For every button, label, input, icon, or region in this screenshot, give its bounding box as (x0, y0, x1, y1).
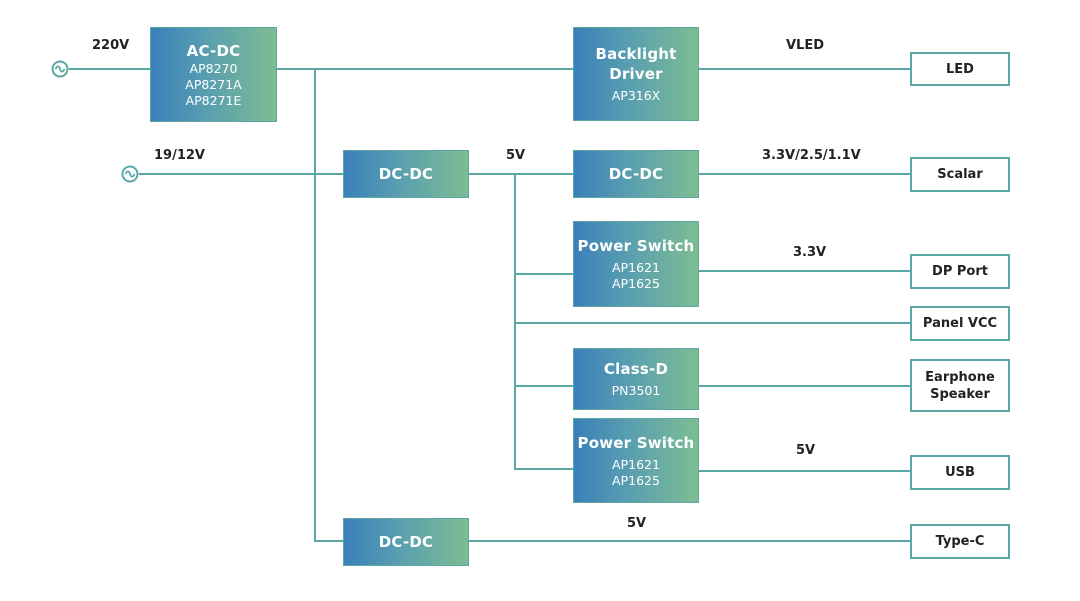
sink-label: Earphone (925, 369, 995, 385)
chip-part-number: AP8271A (185, 76, 242, 92)
sink-label: USB (945, 465, 975, 480)
wire-power-switch-to-dp (698, 270, 911, 272)
ac-source-icon (121, 165, 139, 183)
ac-source-icon (51, 60, 69, 78)
sink-label: Scalar (937, 167, 983, 182)
wire-bus-to-panel-vcc (514, 322, 911, 324)
chip-title: Power Switch (577, 237, 695, 255)
sink-type-c: Type-C (910, 524, 1010, 559)
dcdc-main-chip: DC-DC (343, 150, 469, 198)
wire-power-switch-to-usb (698, 470, 911, 472)
chip-part-number: AP8271E (185, 92, 242, 108)
source-voltage-label: 19/12V (154, 148, 205, 163)
rail-label-5v-bus: 5V (506, 148, 526, 163)
wire-trunk-to-dcdc-typec (314, 540, 344, 542)
chip-title: DC-DC (378, 533, 434, 551)
wire-19-12v-input (139, 173, 344, 175)
chip-title: DC-DC (378, 165, 434, 183)
wire-5v-bus (514, 173, 516, 470)
power-switch-usb-chip: Power Switch AP1621 AP1625 (573, 418, 699, 503)
acdc-chip: AC-DC AP8270 AP8271A AP8271E (150, 27, 277, 122)
power-switch-dp-chip: Power Switch AP1621 AP1625 (573, 221, 699, 307)
wire-bus-to-power-switch-dp (514, 273, 574, 275)
rail-label-typec: 5V (627, 516, 647, 531)
sink-usb: USB (910, 455, 1010, 490)
sink-label: Type-C (935, 534, 985, 549)
chip-part-number: AP316X (611, 88, 661, 103)
sink-scalar: Scalar (910, 157, 1010, 192)
wire-220v-input (69, 68, 151, 70)
wire-acdc-to-backlight (276, 68, 574, 70)
chip-part-number: PN3501 (611, 383, 661, 398)
chip-part-number: AP1621 (612, 260, 660, 275)
wire-5v-bus-top (469, 173, 574, 175)
chip-part-number: AP1625 (612, 276, 660, 291)
chip-title: Driver (609, 65, 663, 83)
rail-label-scalar: 3.3V/2.5/1.1V (762, 148, 861, 163)
sink-label: DP Port (932, 264, 988, 279)
sink-label: Speaker (930, 386, 990, 402)
wire-dcdc-to-typec (469, 540, 911, 542)
chip-title: Backlight (595, 45, 677, 63)
sink-label: Panel VCC (922, 316, 998, 331)
wire-bus-to-classd (514, 385, 574, 387)
wire-bus-to-power-switch-usb (514, 468, 574, 470)
chip-title: Power Switch (577, 433, 695, 452)
sink-earphone-speaker: Earphone Speaker (910, 359, 1010, 412)
sink-dp-port: DP Port (910, 254, 1010, 289)
chip-title: Class-D (603, 360, 669, 378)
wire-backlight-to-led (698, 68, 911, 70)
wire-classd-to-earphone (698, 385, 911, 387)
wire-main-trunk (314, 68, 316, 542)
source-voltage-label: 220V (92, 38, 130, 53)
rail-label-usb: 5V (796, 443, 816, 458)
classd-chip: Class-D PN3501 (573, 348, 699, 410)
dcdc-typec-chip: DC-DC (343, 518, 469, 566)
chip-part-number: AP1621 (612, 456, 660, 472)
backlight-driver-chip: Backlight Driver AP316X (573, 27, 699, 121)
sink-label: LED (946, 61, 974, 77)
chip-title: DC-DC (608, 165, 664, 183)
sink-led: LED (910, 52, 1010, 86)
rail-label-dp: 3.3V (793, 245, 827, 260)
chip-part-number: AP8270 (189, 60, 238, 76)
chip-title: AC-DC (186, 41, 241, 60)
dcdc-scalar-chip: DC-DC (573, 150, 699, 198)
chip-part-number: AP1625 (612, 472, 660, 488)
wire-dcdc-to-scalar (698, 173, 911, 175)
rail-label-vled: VLED (786, 38, 825, 53)
sink-panel-vcc: Panel VCC (910, 306, 1010, 341)
